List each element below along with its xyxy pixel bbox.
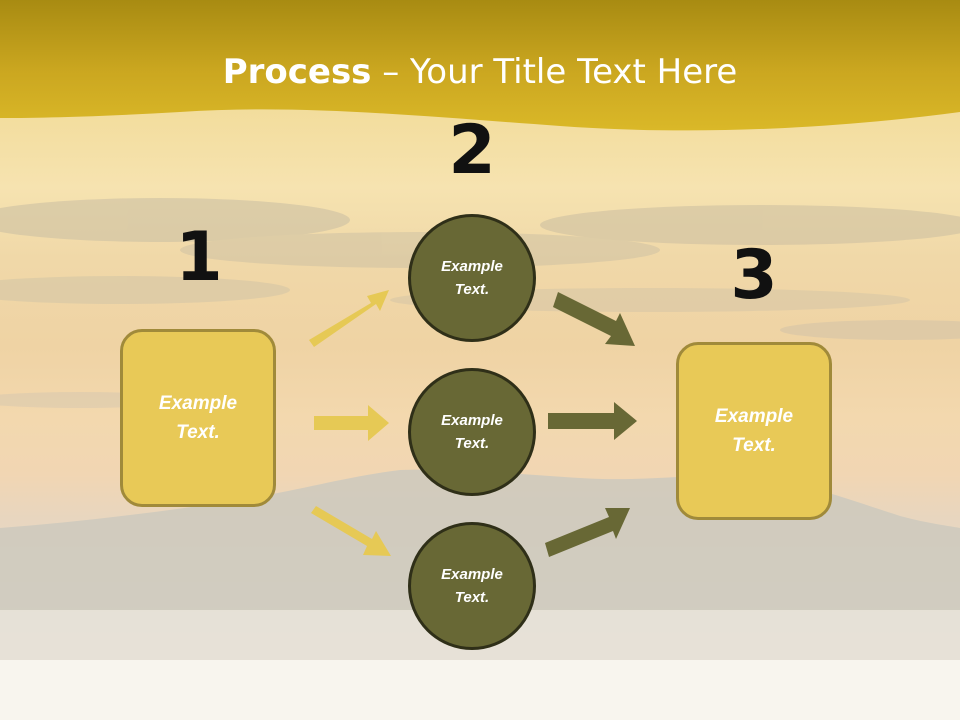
arrow-1-to-2-mid	[314, 405, 389, 441]
step-number-2: 2	[448, 111, 496, 190]
arrow-2-to-3-mid	[548, 402, 637, 440]
step-number-3: 3	[730, 236, 778, 315]
arrow-2-to-3-bottom	[545, 508, 630, 557]
arrow-2-to-3-top	[553, 292, 635, 346]
process-circle-bottom: Example Text.	[408, 522, 536, 650]
process-box-1-text: Example Text.	[158, 393, 238, 443]
title-banner	[0, 0, 960, 131]
step-number-1: 1	[175, 218, 223, 297]
title-bold: Process	[222, 52, 372, 92]
process-circle-top-text: Example Text.	[441, 258, 503, 298]
process-circle-middle: Example Text.	[408, 368, 536, 496]
page-title: Process – Your Title Text Here	[0, 52, 960, 92]
arrow-1-to-2-bottom	[311, 506, 391, 556]
process-circle-bottom-text: Example Text.	[441, 566, 503, 606]
process-box-3: Example Text.	[676, 342, 832, 520]
process-box-1: Example Text.	[120, 329, 276, 507]
title-rest: – Your Title Text Here	[371, 52, 738, 92]
process-box-3-text: Example Text.	[714, 406, 794, 456]
process-circle-middle-text: Example Text.	[441, 412, 503, 452]
process-circle-top: Example Text.	[408, 214, 536, 342]
arrow-1-to-2-top	[309, 290, 389, 347]
